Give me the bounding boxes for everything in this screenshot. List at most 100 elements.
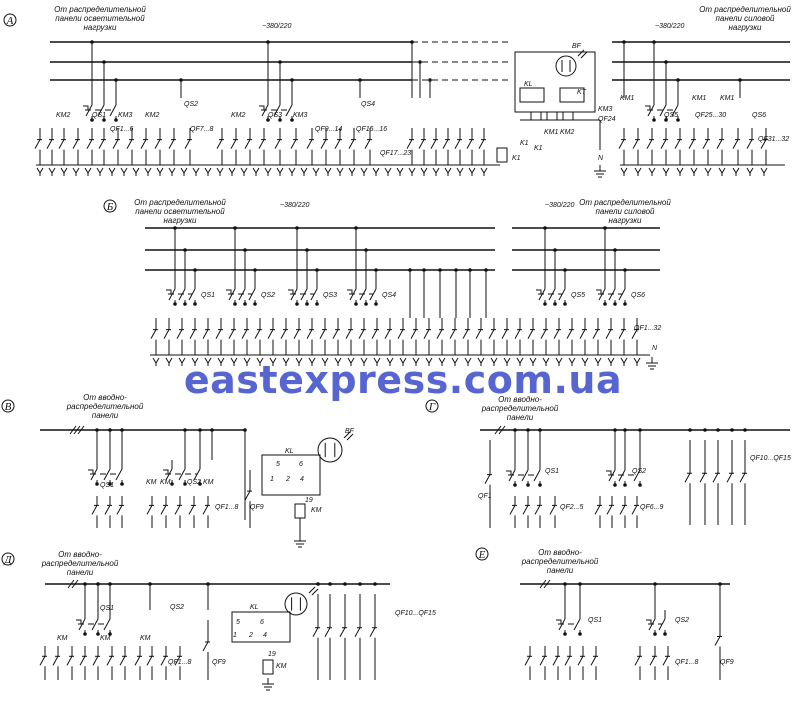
outlet-arrow xyxy=(480,167,488,174)
section-marker xyxy=(1,399,15,413)
outlet-arrow xyxy=(348,167,356,174)
breaker-contact xyxy=(418,139,425,149)
switch-label: QS1 xyxy=(100,482,114,489)
contactor-label: KM3 xyxy=(118,112,133,119)
breaker-contact xyxy=(150,329,157,339)
breaker-group-label: QF1...6 xyxy=(110,126,133,133)
contactor-label: KM xyxy=(57,635,68,642)
panel-caption: От вводно- xyxy=(538,548,582,557)
breaker-contact xyxy=(280,329,287,339)
relay-label: KT xyxy=(577,89,587,96)
neutral-label: N xyxy=(652,345,658,352)
lamp-label: BF xyxy=(572,43,582,50)
switch-label: QS1 xyxy=(92,112,106,119)
breaker-contact xyxy=(684,473,691,483)
panel-caption: нагрузки xyxy=(164,216,197,225)
lamp-icon xyxy=(555,55,577,77)
panel-caption: панели осветительной xyxy=(55,14,145,23)
breaker-contact xyxy=(540,329,547,339)
junction-dot xyxy=(316,582,320,586)
outlet-arrow xyxy=(662,167,670,174)
junction-dot xyxy=(730,428,734,432)
breaker-contact xyxy=(174,505,181,515)
relay-contact-label: K1 xyxy=(534,145,543,152)
outlet-arrow xyxy=(120,167,128,174)
breaker-contact xyxy=(348,139,355,149)
breaker-contact xyxy=(312,627,319,637)
breaker-contact xyxy=(184,139,191,149)
outlet-arrow xyxy=(732,167,740,174)
panel-caption: панели силовой xyxy=(596,207,655,216)
switch-handle xyxy=(288,289,294,294)
section-letter: Е xyxy=(478,549,486,561)
breaker-group-label: QF1...32 xyxy=(634,325,661,332)
breaker-contact xyxy=(619,505,626,515)
breaker-contact xyxy=(552,656,559,666)
panel-caption: нагрузки xyxy=(729,23,762,32)
coil-number: 19 xyxy=(268,651,276,658)
outlet-arrow xyxy=(228,167,236,174)
outlet-arrow xyxy=(634,167,642,174)
breaker-contact xyxy=(618,139,625,149)
breaker-contact xyxy=(649,656,656,666)
breaker-contact xyxy=(320,139,327,149)
breaker-group-label: QF10...QF15 xyxy=(750,455,791,462)
relay-KL xyxy=(261,454,321,496)
switch-handle xyxy=(596,289,602,294)
breaker-contact xyxy=(66,656,73,666)
breaker-contact xyxy=(119,656,126,666)
section-marker xyxy=(1,552,15,566)
timer-contact xyxy=(546,111,558,121)
contactor-label: KM2 xyxy=(145,112,160,119)
panel-caption: От распределительной xyxy=(699,5,791,14)
junction-dot xyxy=(373,582,377,586)
breaker-contact xyxy=(112,139,119,149)
junction-dot xyxy=(233,302,237,306)
outlet-arrow xyxy=(746,167,754,174)
junction-dot xyxy=(95,482,99,486)
breaker-contact xyxy=(466,139,473,149)
switch-contact xyxy=(633,469,641,482)
breaker-contact xyxy=(462,329,469,339)
panel-caption: распределительной xyxy=(521,557,599,566)
panel-caption: От вводно- xyxy=(498,395,542,404)
junction-dot xyxy=(538,483,542,487)
breaker-contact xyxy=(371,329,378,339)
breaker-contact xyxy=(699,473,706,483)
breaker-contact xyxy=(484,474,491,484)
switch-handle xyxy=(646,619,652,624)
switch-contact xyxy=(178,468,186,481)
light-rays xyxy=(343,431,354,441)
breaker-contact xyxy=(442,139,449,149)
outlet-arrow xyxy=(204,167,212,174)
coil-label: KM xyxy=(311,507,322,514)
junction-dot xyxy=(90,118,94,122)
junction-dot xyxy=(114,118,118,122)
outlet-arrow xyxy=(336,167,344,174)
breaker-contact xyxy=(163,329,170,339)
breaker-contact xyxy=(632,139,639,149)
switch-label: QS5 xyxy=(664,112,678,119)
junction-dot xyxy=(663,632,667,636)
breaker-contact xyxy=(534,505,541,515)
breaker-contact xyxy=(34,139,41,149)
breaker-contact xyxy=(146,656,153,666)
switch-handle xyxy=(83,105,89,110)
voltage-label: ~380/220 xyxy=(545,202,574,209)
outlet-arrow xyxy=(372,167,380,174)
outlet-arrow xyxy=(468,167,476,174)
outlet-arrow xyxy=(648,167,656,174)
panel-caption: панели осветительной xyxy=(135,207,225,216)
junction-dot xyxy=(553,302,557,306)
junction-dot xyxy=(193,302,197,306)
breaker-label: QF1 xyxy=(478,493,492,500)
terminal-label: 1 xyxy=(270,476,274,483)
junction-dot xyxy=(198,482,202,486)
light-rays xyxy=(308,586,319,596)
outlet-arrow xyxy=(132,167,140,174)
switch-label: QS2 xyxy=(170,604,184,611)
breaker-contact xyxy=(79,656,86,666)
contactor-label: KM xyxy=(203,479,214,486)
lamp-label: BF xyxy=(345,428,355,435)
contactor-label: KM2 xyxy=(560,129,575,136)
